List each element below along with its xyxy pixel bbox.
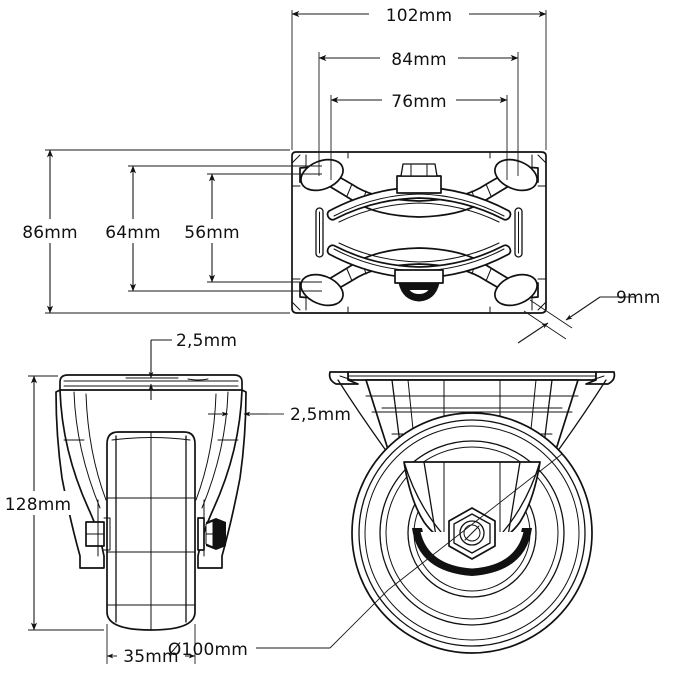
dimension-wheel-diameter: Ø100mm — [168, 453, 563, 660]
dimension-plate-thickness: 9mm — [517, 288, 661, 344]
dimension-bracket-thickness-side: 2,5mm — [208, 405, 351, 425]
side-elevation-view — [328, 371, 616, 654]
mounting-hole-top-left — [300, 158, 344, 192]
dimension-hole-span-inner: 56mm — [182, 173, 322, 283]
dimension-label-wheel-width: 35mm — [123, 647, 179, 667]
top-plate-view — [291, 151, 547, 314]
plate-relief-slot-left — [315, 207, 324, 258]
front-top-plate — [59, 374, 243, 391]
dimension-label-bracket-thickness-side: 2,5mm — [290, 405, 351, 425]
center-bolt-boss-top — [396, 163, 442, 194]
dimension-wheel-width: 35mm — [106, 624, 196, 667]
dimension-overall-height: 128mm — [1, 375, 104, 631]
dimension-label-hole-spacing-outer: 84mm — [391, 50, 447, 70]
dimension-plate-width: 102mm — [291, 3, 547, 150]
dimension-label-wheel-diameter: Ø100mm — [168, 640, 248, 660]
plate-relief-slot-right — [514, 207, 523, 258]
dimension-hole-span-outer: 64mm — [101, 165, 322, 292]
dimension-hole-spacing-outer: 84mm — [318, 47, 519, 176]
center-axle-nut-bottom — [394, 269, 444, 302]
dimension-bracket-thickness-top: 2,5mm — [148, 331, 237, 400]
side-top-plate — [328, 371, 616, 385]
front-hub-ring — [106, 497, 196, 553]
dimension-label-plate-thickness: 9mm — [616, 288, 661, 308]
dimension-label-bracket-thickness-top: 2,5mm — [176, 331, 237, 351]
mounting-hole-bottom-right — [494, 273, 538, 307]
dimension-label-overall-height: 128mm — [5, 495, 72, 515]
dimension-hole-spacing-inner: 76mm — [330, 89, 508, 180]
front-wheel — [106, 431, 196, 631]
dimension-label-hole-spacing-inner: 76mm — [391, 92, 447, 112]
plate-corner-details — [291, 154, 547, 311]
dimension-label-hole-span-outer: 64mm — [105, 223, 161, 243]
mounting-hole-top-right — [494, 158, 538, 192]
side-bracket-over-wheel — [403, 461, 541, 543]
dimension-label-hole-span-inner: 56mm — [184, 223, 240, 243]
dimension-plate-height: 86mm — [16, 149, 290, 314]
dimension-label-plate-width: 102mm — [386, 6, 453, 26]
front-elevation-view — [55, 374, 247, 631]
front-shell-inner-lines — [85, 393, 217, 557]
front-axle-nut-right — [197, 517, 226, 551]
side-axle-hex-nut — [448, 507, 496, 560]
dimension-label-plate-height: 86mm — [22, 223, 78, 243]
